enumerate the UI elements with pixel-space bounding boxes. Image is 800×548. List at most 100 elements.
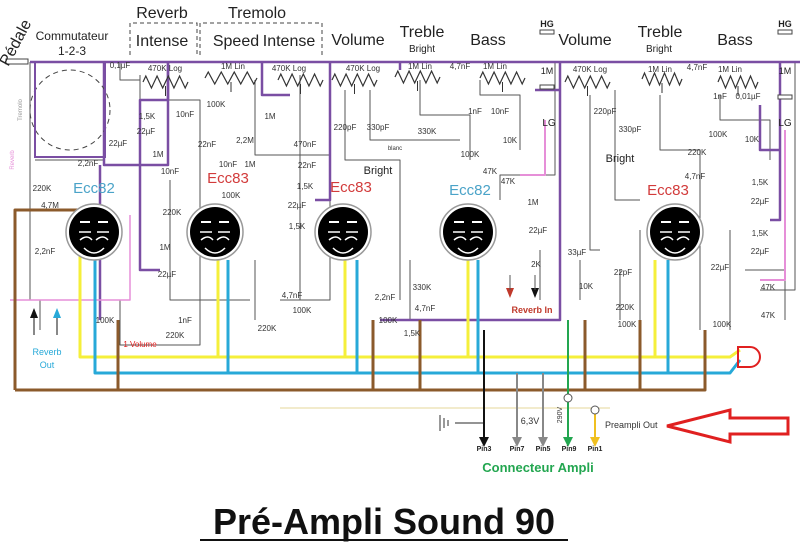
component-label: 220K	[33, 184, 52, 193]
b-plus-wire	[260, 62, 290, 97]
connector-pin-label: Pin9	[562, 446, 577, 453]
heater-voltage-label: 6,3V	[521, 416, 540, 426]
component-label: 100K	[713, 320, 732, 329]
wire	[419, 80, 471, 160]
component-label: 100K	[222, 191, 241, 200]
section-label: LG	[542, 118, 556, 129]
terminal-icon	[563, 393, 573, 403]
wire	[169, 180, 250, 301]
component-label: 1,5K	[139, 112, 156, 121]
component-label: 220K	[163, 208, 182, 217]
section-label: Volume	[331, 32, 384, 49]
component-label: 100K	[293, 306, 312, 315]
component-label: 47K	[483, 167, 498, 176]
section-label: Treble	[638, 24, 683, 41]
potentiometer-icon	[394, 69, 441, 85]
component-label: 4,7nF	[282, 291, 303, 300]
preampli-out-arrow-icon	[666, 408, 790, 444]
potentiometer-icon	[331, 72, 378, 88]
potentiometer-icon	[204, 70, 258, 86]
b-plus-wire	[758, 105, 780, 152]
component-label: 47K	[761, 283, 776, 292]
component-label: Reverb	[10, 150, 16, 170]
component-label: 220K	[616, 303, 635, 312]
component-label: 22µF	[529, 226, 548, 235]
component-label: 470nF	[294, 140, 317, 149]
component-label: 10K	[503, 136, 518, 145]
component-label: 10nF	[161, 167, 179, 176]
component-label: 22nF	[198, 140, 216, 149]
component-label: 1M	[152, 150, 163, 159]
pin-arrow-icon	[563, 437, 573, 447]
component-label: 1,5K	[752, 178, 769, 187]
b-plus-wire	[138, 62, 170, 272]
component-label: 1M Lin	[221, 62, 245, 71]
component-label: 4,7M	[41, 201, 59, 210]
tremolo-control-box	[199, 22, 323, 55]
tube-cathode-icon	[79, 236, 109, 254]
component-label: 10K	[745, 135, 760, 144]
component-label: 330pF	[619, 125, 642, 134]
component-label: 2K	[531, 260, 541, 269]
section-label: Speed	[213, 33, 259, 50]
component-label: blanc	[388, 146, 402, 152]
pilot-lamp-icon	[737, 346, 761, 368]
reverb-control-box	[129, 22, 198, 55]
pin-arrow-icon	[538, 437, 548, 447]
wire	[369, 90, 460, 141]
wire	[119, 62, 140, 81]
reverb-out-arrow-icon	[30, 308, 38, 318]
b-plus-wire	[380, 62, 562, 322]
component-label: 100K	[461, 150, 480, 159]
component-label: 1,5K	[752, 229, 769, 238]
reverb-wire	[10, 215, 131, 301]
section-label: LG	[778, 118, 792, 129]
vacuum-tube-icon	[318, 207, 368, 257]
pin-arrow-icon	[512, 437, 522, 447]
component-label: 100K	[207, 100, 226, 109]
section-label: Treble	[400, 24, 445, 41]
tube-cathode-icon	[328, 236, 358, 254]
section-label: Bright	[646, 44, 672, 55]
connector-pin-label: Pin7	[510, 446, 525, 453]
component-label: 2,2nF	[35, 247, 56, 256]
component-label: 470K Log	[148, 64, 182, 73]
component-label: 4,7nF	[685, 172, 706, 181]
potentiometer-icon	[142, 74, 189, 90]
reverb-in-arrow-icon	[506, 288, 514, 298]
wire	[719, 95, 771, 160]
section-label: Intense	[263, 33, 316, 50]
lg-wire	[520, 120, 546, 176]
component-label: 22µF	[711, 263, 730, 272]
component-label: 2,2nF	[78, 159, 99, 168]
b-plus-wire	[770, 62, 782, 222]
jack-icon	[539, 29, 555, 35]
b-plus-wire	[315, 62, 332, 202]
heater-wire-blue	[93, 255, 742, 375]
section-label: HG	[540, 19, 554, 29]
selector-switch-box	[34, 61, 106, 158]
preampli-out-label: Preampli Out	[605, 420, 658, 430]
component-label: 4,7nF	[450, 62, 471, 71]
component-label: 1,5K	[297, 182, 314, 191]
section-label: 1M	[779, 66, 792, 76]
component-label: 1nF	[713, 92, 727, 101]
wire	[614, 90, 640, 201]
component-label: 1M Lin	[483, 62, 507, 71]
section-label: Volume	[558, 32, 611, 49]
potentiometer-icon	[479, 70, 526, 86]
reverb-out-label: Reverb	[32, 347, 61, 357]
component-label: 22µF	[751, 247, 770, 256]
component-label: 47K	[501, 177, 516, 186]
component-label: 22µF	[137, 127, 156, 136]
lg-wire	[760, 130, 786, 281]
component-label: 100K	[379, 316, 398, 325]
section-label: 1M	[541, 66, 554, 76]
component-label: 1,5K	[404, 329, 421, 338]
component-label: 1M	[527, 198, 538, 207]
ht-wire	[13, 208, 80, 390]
potentiometer-icon	[564, 74, 611, 90]
vacuum-tube-icon	[190, 207, 240, 257]
section-label: Bass	[470, 32, 506, 49]
